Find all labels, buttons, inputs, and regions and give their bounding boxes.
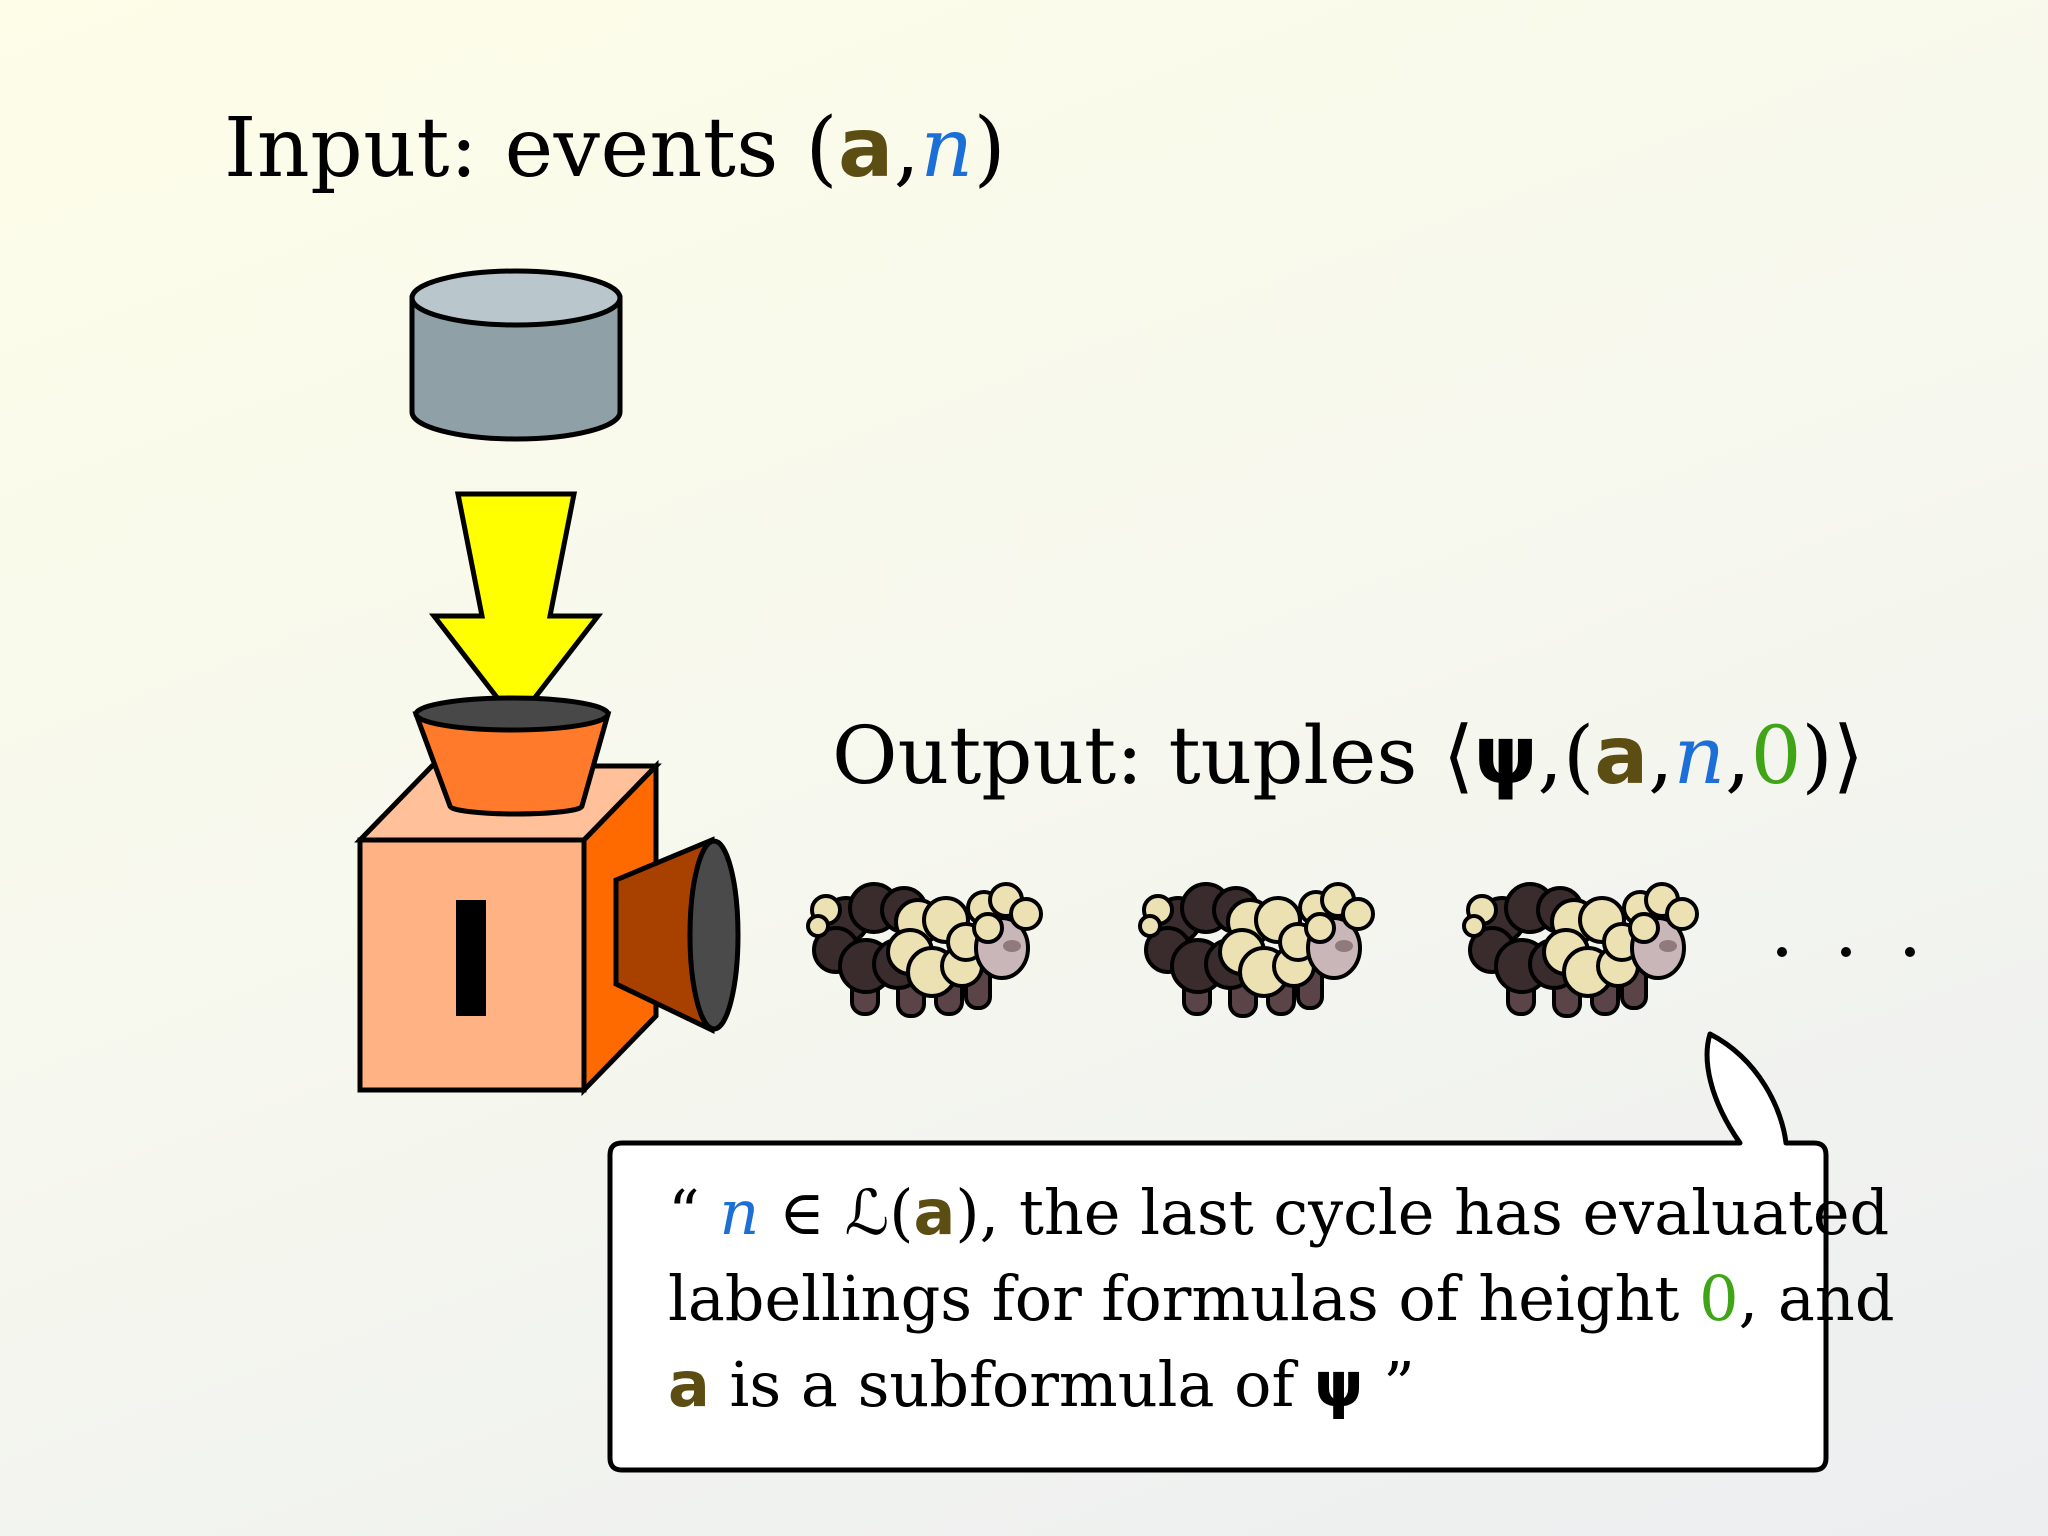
bubble-var-a-2: a <box>668 1348 710 1421</box>
output-comma2: , <box>1725 709 1751 802</box>
output-title-prefix: Output: tuples ⟨ <box>832 709 1475 802</box>
bubble-in: ∈ ℒ( <box>759 1176 914 1249</box>
database-cylinder-icon <box>409 268 623 442</box>
input-title-suffix: ) <box>973 101 1007 196</box>
output-zero: 0 <box>1750 709 1802 802</box>
output-mid: ,( <box>1537 709 1595 802</box>
bubble-line1-rest: ), the last cycle has evaluated <box>955 1176 1890 1249</box>
input-var-n: n <box>920 101 974 196</box>
output-var-n: n <box>1673 709 1726 802</box>
down-arrow-icon <box>428 491 604 727</box>
bubble-line-2: labellings for formulas of height 0, and <box>668 1256 1895 1342</box>
output-comma1: , <box>1648 709 1674 802</box>
bubble-line2-prefix: labellings for formulas of height <box>668 1262 1700 1335</box>
sheep-icon <box>1462 882 1699 1018</box>
input-comma: , <box>893 101 921 196</box>
input-title: Input: events (a,n) <box>224 108 1006 190</box>
ellipsis-dots <box>1777 947 1915 957</box>
bubble-line-3: a is a subformula of ψ ” <box>668 1342 1788 1428</box>
output-title-suffix: )⟩ <box>1801 709 1864 802</box>
bubble-psi: ψ <box>1314 1348 1364 1421</box>
close-quote: ” <box>1363 1348 1415 1421</box>
output-title: Output: tuples ⟨ψ,(a,n,0)⟩ <box>832 716 1864 796</box>
bubble-line-1: “ n ∈ ℒ(a), the last cycle has evaluated <box>668 1170 1889 1256</box>
bubble-var-n: n <box>719 1176 760 1249</box>
bubble-line3-mid: is a subformula of <box>709 1348 1315 1421</box>
input-title-prefix: Input: events ( <box>224 101 838 196</box>
output-var-a: a <box>1594 709 1649 802</box>
sheep-icon <box>806 882 1043 1018</box>
input-var-a: a <box>837 101 894 196</box>
speech-bubble <box>607 1031 1829 1473</box>
machine-icon <box>354 695 741 1097</box>
bubble-line2-suffix: , and <box>1738 1262 1895 1335</box>
bubble-var-a-1: a <box>913 1176 956 1249</box>
output-psi: ψ <box>1474 709 1538 802</box>
bubble-zero: 0 <box>1699 1262 1739 1335</box>
sheep-icon <box>1138 882 1375 1018</box>
bubble-text: “ n ∈ ℒ(a), the last cycle has evaluated… <box>668 1170 1895 1428</box>
open-quote: “ <box>668 1176 720 1249</box>
